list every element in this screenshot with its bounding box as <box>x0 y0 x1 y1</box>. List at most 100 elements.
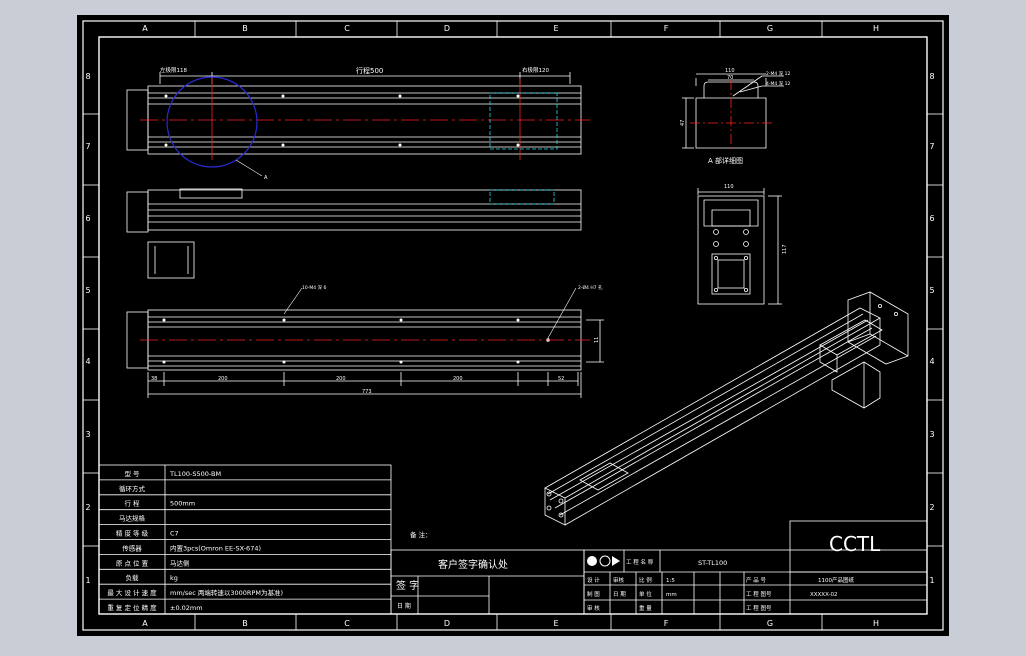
spec-label-3: 马达规格 <box>119 514 146 523</box>
front-dim-total: 773 <box>362 389 372 395</box>
spec-label-7: 负载 <box>126 573 140 582</box>
company-logo <box>587 555 620 567</box>
sign-label: 签 字 <box>396 579 419 592</box>
title-cell-r1-1: 审核 <box>613 576 625 584</box>
detail-inner-label: 70 <box>727 75 733 81</box>
title-cell-r2-4: 工 程 图号 <box>746 590 772 598</box>
grid-col-A-bottom: A <box>142 619 148 628</box>
grid-col-G-top: G <box>767 24 773 33</box>
front-view-holes <box>162 318 550 364</box>
title-cell-r2-0: 制 图 <box>587 590 600 598</box>
detail-caption: A 部详细图 <box>708 156 743 165</box>
grid-row-1-left: 1 <box>85 576 90 585</box>
title-cell-r2-3: mm <box>666 592 677 598</box>
grid-col-B-bottom: B <box>242 619 248 628</box>
grid-col-D-bottom: D <box>444 619 450 628</box>
grid-row-6-right: 6 <box>929 214 934 223</box>
grid-col-E-top: E <box>553 24 558 33</box>
front-leader-left <box>283 287 303 315</box>
title-cell-r1-4: 产 品 号 <box>746 576 766 584</box>
spec-label-8: 最 大 设 计 速 度 <box>107 588 157 597</box>
customer-block-grid <box>390 549 585 615</box>
grid-row-6-left: 6 <box>85 214 90 223</box>
title-cell-r1-2: 比 例 <box>639 576 652 584</box>
product-name: 1100产品图纸 <box>818 576 854 584</box>
title-cell-r2-2: 单 位 <box>639 590 652 598</box>
spec-value-7: kg <box>170 574 178 582</box>
carriage-hidden-side <box>489 189 555 205</box>
grid-col-E-bottom: E <box>553 619 558 628</box>
grid-row-5-left: 5 <box>85 286 90 295</box>
carriage-hidden-top <box>489 92 558 150</box>
front-dim-2: 200 <box>218 376 228 382</box>
spec-label-9: 重 复 定 位 精 度 <box>107 603 157 612</box>
spec-value-8: mm/sec 两端转速以3000RPM为基准) <box>170 588 283 597</box>
spec-value-6: 马达侧 <box>170 558 190 567</box>
detail-width-label: 110 <box>725 68 735 74</box>
front-dim-4: 200 <box>453 376 463 382</box>
grid-row-8-right: 8 <box>929 72 934 81</box>
detail-leader <box>235 159 263 177</box>
front-note-right: 2-Ø4 H7 孔 <box>578 284 603 291</box>
spec-label-5: 传感器 <box>122 543 142 552</box>
detail-height-label: 47 <box>680 120 686 126</box>
grid-row-7-right: 7 <box>929 142 934 151</box>
grid-col-C-top: C <box>344 24 350 33</box>
grid-col-G-bottom: G <box>767 619 773 628</box>
isometric-view <box>544 291 909 526</box>
section-view <box>697 188 782 305</box>
title-cell-r3-4: 工 程 图号 <box>746 604 772 612</box>
grid-col-C-bottom: C <box>344 619 350 628</box>
logo-text: CCTL <box>829 532 881 556</box>
top-stroke-label: 行程500 <box>356 66 383 75</box>
grid-row-7-left: 7 <box>85 142 90 151</box>
spec-label-1: 循环方式 <box>119 484 146 493</box>
spec-label-0: 型 号 <box>124 469 140 478</box>
top-left-limit-label: 左极限118 <box>160 66 187 74</box>
grid-col-D-top: D <box>444 24 450 33</box>
customer-title: 客户签字确认处 <box>438 558 508 571</box>
front-leader-right <box>547 287 577 339</box>
outer-border <box>82 20 944 631</box>
title-cell-r2-1: 日 期 <box>613 591 626 598</box>
front-dim-1: 38 <box>151 376 157 382</box>
drawing-number: XXXXX-02 <box>810 592 838 598</box>
grid-row-2-right: 2 <box>929 503 934 512</box>
title-cell-r3-2: 重 量 <box>639 604 652 612</box>
top-view-holes <box>164 94 520 147</box>
grid-row-1-right: 1 <box>929 576 934 585</box>
detail-note-1: 2-M4 深 12 <box>766 70 790 77</box>
detail-note-2: 4-M4 深 12 <box>766 80 790 87</box>
spec-value-2: 500mm <box>170 500 195 508</box>
top-right-limit-label: 右极限120 <box>522 66 549 74</box>
grid-row-4-left: 4 <box>85 357 90 366</box>
grid-col-A-top: A <box>142 24 148 33</box>
title-block-grid <box>583 520 928 615</box>
grid-row-4-right: 4 <box>929 357 934 366</box>
grid-row-3-right: 3 <box>929 430 934 439</box>
grid-row-5-right: 5 <box>929 286 934 295</box>
front-note-left: 10-M4 深 6 <box>302 284 326 291</box>
section-height-label: 117 <box>782 244 788 254</box>
title-cell-r3-0: 审 核 <box>587 604 600 612</box>
spec-value-4: C7 <box>170 530 179 538</box>
front-dim-3: 200 <box>336 376 346 382</box>
paper-sheet <box>77 15 949 636</box>
grid-row-8-left: 8 <box>85 72 90 81</box>
detail-circle-a <box>166 76 258 168</box>
title-cell-r1-0: 设 计 <box>587 576 600 584</box>
detail-callout-letter: A <box>264 175 268 181</box>
spec-label-4: 精 度 等 级 <box>116 529 149 538</box>
spec-value-9: ±0.02mm <box>170 604 203 612</box>
spec-label-6: 原 点 位 置 <box>116 558 149 567</box>
grid-row-2-left: 2 <box>85 503 90 512</box>
title-cell-r1-3: 1:5 <box>666 578 675 584</box>
date-label: 日 期 <box>397 602 411 610</box>
grid-col-B-top: B <box>242 24 248 33</box>
grid-col-F-top: F <box>664 24 669 33</box>
